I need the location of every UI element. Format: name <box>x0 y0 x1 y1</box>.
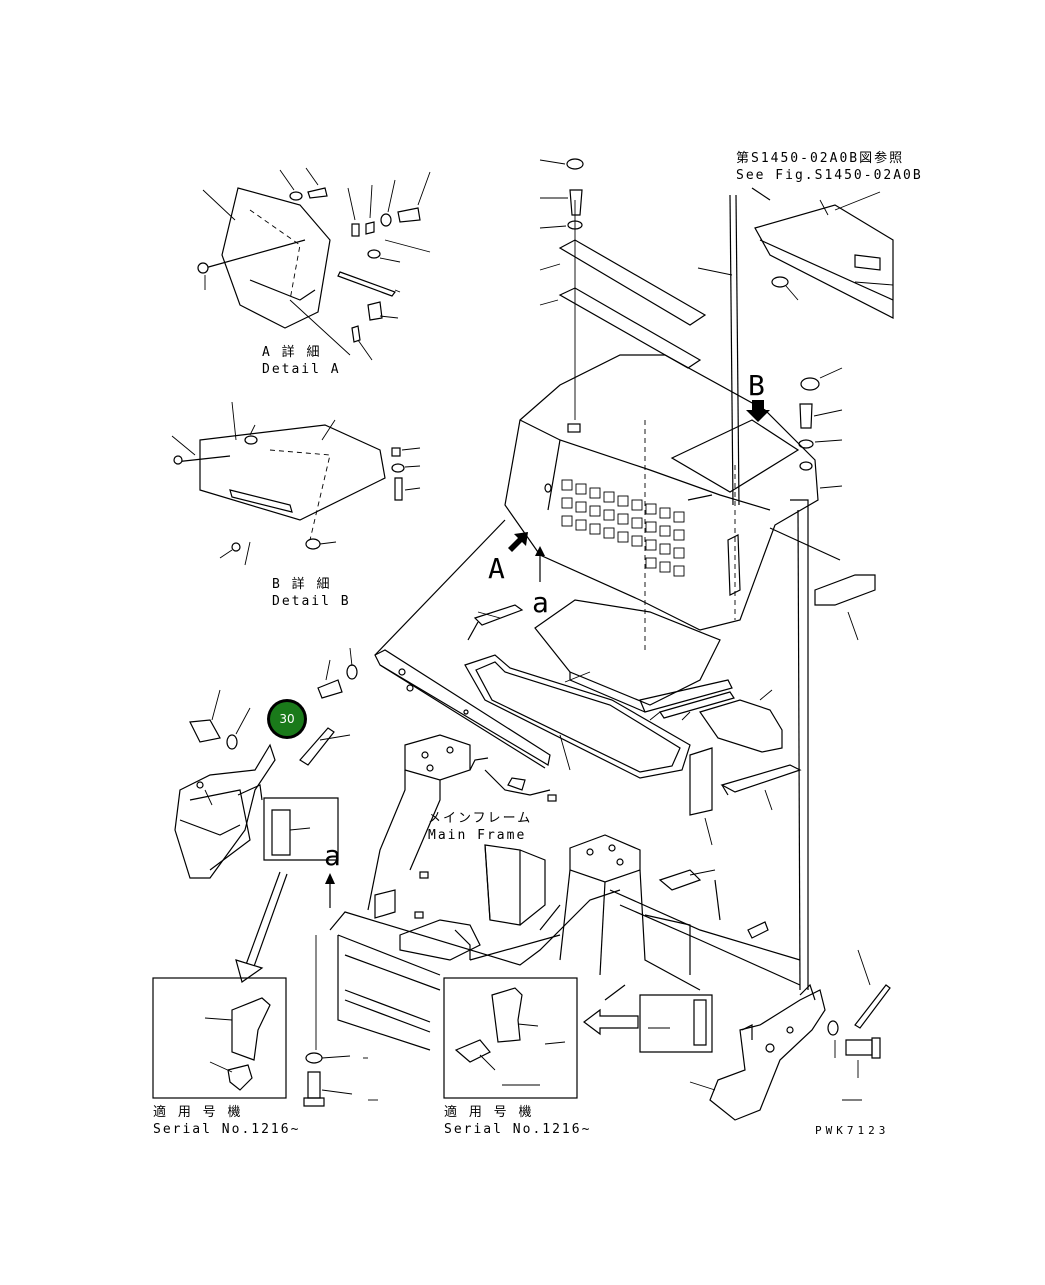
view-a-arrow-icon <box>508 532 528 552</box>
right-bottom-fasteners <box>827 949 891 1101</box>
detail-a-label-jp: A 詳 細 <box>262 344 321 360</box>
detail-a-label-en: Detail A <box>262 362 341 377</box>
serial-box-left <box>152 977 287 1099</box>
floor-panels-drawing <box>464 499 876 991</box>
main-frame-drawing <box>329 519 826 1121</box>
arrow-a-up-icon <box>535 546 545 556</box>
top-plates-drawing <box>539 158 707 420</box>
upper-frame-drawing <box>697 187 894 506</box>
right-inset-bubble <box>604 984 713 1053</box>
callout-30-number: 30 <box>279 712 294 726</box>
serial-left-jp: 適 用 号 機 <box>153 1104 242 1120</box>
serial-box-middle <box>443 977 578 1099</box>
view-a-marker: A <box>488 552 505 585</box>
hood-cover-drawing <box>504 354 819 650</box>
view-b-arrow-icon <box>746 400 770 422</box>
hood-right-fasteners <box>798 367 843 489</box>
detail-b-drawing <box>171 401 421 566</box>
arrow-a-label-top: a <box>532 586 549 619</box>
reference-note-en: See Fig.S1450-02A0B <box>736 168 923 183</box>
main-frame-label-en: Main Frame <box>428 828 526 843</box>
detail-b-label-jp: B 詳 細 <box>272 576 331 592</box>
view-b-marker: B <box>748 369 765 402</box>
arrow-a-label-bottom: a <box>324 839 341 872</box>
detail-a-drawing <box>197 167 431 361</box>
main-frame-label-jp: メインフレーム <box>428 811 532 826</box>
detail-b-label-en: Detail B <box>272 594 351 609</box>
left-bracket-drawing <box>174 743 276 879</box>
left-fasteners-drawing <box>189 647 358 766</box>
hollow-arrow-icon <box>583 1008 639 1036</box>
serial-left-en: Serial No.1216~ <box>153 1122 300 1137</box>
serial-middle-jp: 適 用 号 機 <box>444 1104 533 1120</box>
callout-30[interactable]: 30 <box>267 699 307 739</box>
serial-middle-en: Serial No.1216~ <box>444 1122 591 1137</box>
louver-grid <box>561 479 685 577</box>
reference-note-jp: 第S1450-02A0B図参照 <box>736 150 904 166</box>
arrow-a-up-icon-lower <box>325 873 335 884</box>
drawing-code: PWK7123 <box>815 1124 889 1137</box>
left-inset-bubble <box>235 797 339 983</box>
bottom-left-fasteners <box>303 935 378 1107</box>
callout-30-circle <box>270 702 304 736</box>
